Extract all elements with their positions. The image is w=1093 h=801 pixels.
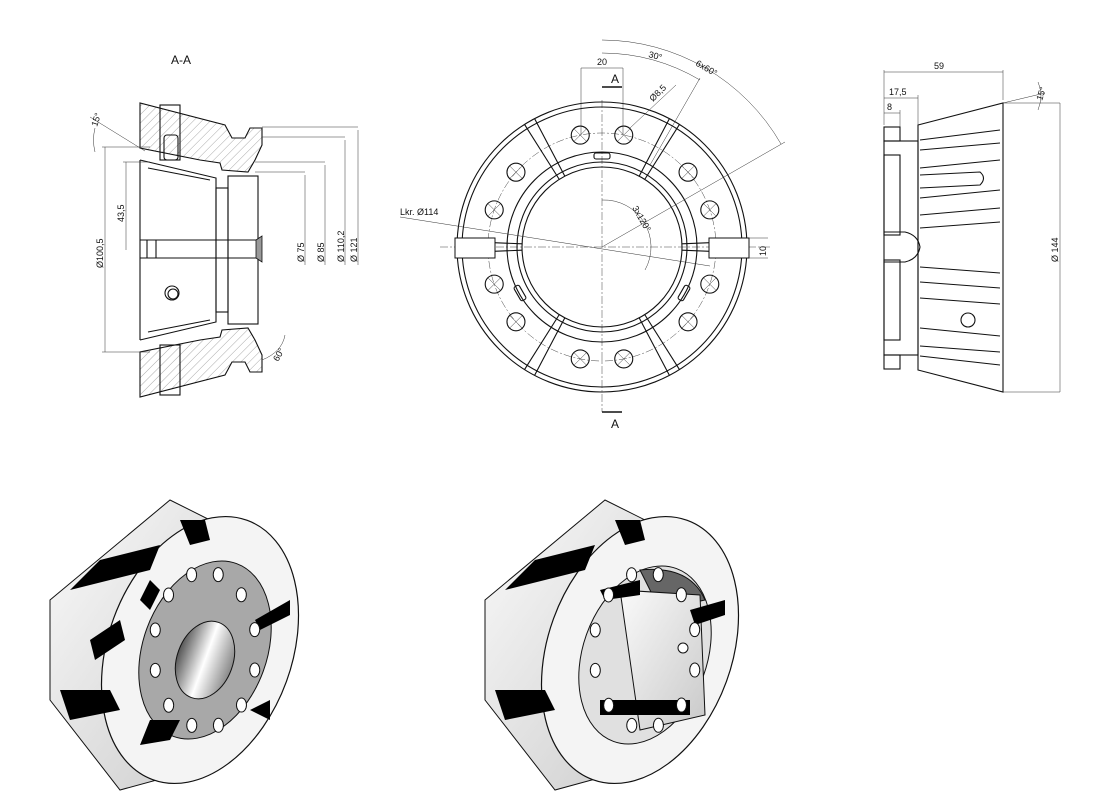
side-view: 59 17,5 8 15° Ø 144 (883, 61, 1061, 393)
angle-15: 15° (1034, 85, 1048, 101)
bolt-hole (589, 662, 601, 678)
bolt-hole (626, 567, 638, 583)
bolt-hole (689, 662, 701, 678)
bolt-hole (700, 200, 720, 220)
angle-6x60: 6x60° (694, 58, 719, 78)
bolt-hole (700, 274, 720, 294)
angle-3x120: 3x120° (630, 204, 653, 234)
dim-17-5: 17,5 (889, 87, 907, 97)
bolt-hole (186, 567, 198, 583)
dim-d121: Ø 121 (349, 237, 359, 262)
bolt-hole (626, 717, 638, 733)
bolt-hole (603, 587, 615, 603)
bolt-hole (506, 162, 526, 182)
dim-10: 10 (758, 246, 768, 256)
bolt-hole (235, 697, 247, 713)
dim-20: 20 (597, 57, 607, 67)
bolt-hole (186, 717, 198, 733)
bolt-hole (149, 622, 161, 638)
bolt-hole (678, 312, 698, 332)
bolt-hole (675, 697, 687, 713)
bolt-hole (652, 717, 664, 733)
isometric-view-closed (49, 499, 300, 791)
bolt-hole (689, 622, 701, 638)
bolt-hole (570, 349, 590, 369)
hole-diameter: Ø8,5 (647, 83, 668, 104)
isometric-view-open (484, 499, 740, 791)
dim-43-5: 43,5 (116, 204, 126, 222)
bolt-hole (506, 312, 526, 332)
section-title: A-A (171, 53, 191, 67)
dim-d110-2: Ø 110,2 (336, 231, 346, 262)
bolt-hole (149, 662, 161, 678)
bolt-hole (235, 587, 247, 603)
dim-59: 59 (934, 61, 944, 71)
bolt-hole (652, 567, 664, 583)
bolt-hole (163, 697, 175, 713)
dim-8: 8 (887, 102, 892, 112)
pin-icon (164, 285, 180, 301)
bolt-hole (589, 622, 601, 638)
bolt-hole (675, 587, 687, 603)
bolt-hole (614, 349, 634, 369)
bolt-hole (614, 125, 634, 145)
bolt-hole (249, 622, 261, 638)
bolt-hole (678, 162, 698, 182)
front-view: 20 A A 30° 6x60° Ø8,5 Lkr. Ø114 3x120° 1… (399, 39, 786, 431)
dim-d100-5: Ø100,5 (95, 238, 105, 268)
bolt-hole (484, 274, 504, 294)
bolt-hole (570, 125, 590, 145)
bolt-hole (163, 587, 175, 603)
angle-bottom: 60° (271, 346, 287, 363)
section-view: A-A Ø100,5 43,5 15° Ø 75 (89, 53, 359, 398)
bolt-hole (484, 200, 504, 220)
bolt-hole (249, 662, 261, 678)
dim-d75: Ø 75 (296, 242, 306, 262)
angle-30: 30° (647, 49, 663, 62)
bolt-hole (603, 697, 615, 713)
bolt-hole (212, 717, 224, 733)
section-mark-top: A (611, 72, 619, 86)
section-mark-bottom: A (611, 417, 619, 431)
bolt-circle-label: Lkr. Ø114 (400, 207, 438, 217)
dim-d144: Ø 144 (1050, 237, 1060, 262)
bolt-hole (212, 567, 224, 583)
angle-top: 15° (89, 111, 103, 127)
dim-d85: Ø 85 (316, 242, 326, 262)
